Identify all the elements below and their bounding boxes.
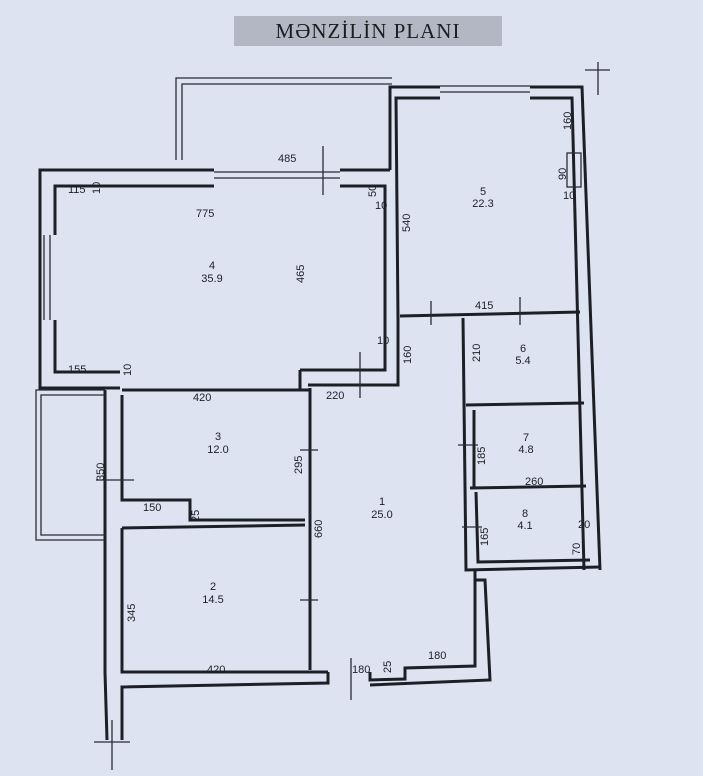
dim-label: 90 (557, 168, 569, 180)
dimension-labels: 485 115 10 775 465 50 10 10 155 10 420 2… (68, 112, 590, 676)
dim-label: 20 (578, 519, 590, 531)
room-2-area: 14.5 (202, 594, 223, 606)
dim-label: 10 (377, 335, 389, 347)
room-4-number: 4 (209, 260, 215, 272)
dim-label: 165 (479, 528, 491, 546)
dim-label: 180 (428, 650, 446, 662)
dim-label: 485 (278, 153, 296, 165)
plan-title-box: MƏNZİLİN PLANI (234, 16, 502, 46)
dim-label: 775 (196, 208, 214, 220)
room-7-number: 7 (523, 432, 529, 444)
dim-label: 660 (313, 520, 325, 538)
room-7-area: 4.8 (518, 444, 533, 456)
dim-label: 160 (402, 346, 414, 364)
dim-label: 10 (91, 182, 103, 194)
room-4-walls (38, 168, 390, 390)
dim-label: 540 (401, 214, 413, 232)
dim-label: 465 (295, 265, 307, 283)
dim-label: 50 (367, 185, 379, 197)
dim-label: 220 (326, 390, 344, 402)
dim-label: 420 (207, 664, 225, 676)
room-labels: 1 25.0 2 14.5 3 12.0 4 35.9 5 22.3 6 5.4… (201, 186, 533, 606)
dim-label: 420 (193, 392, 211, 404)
dim-label: 115 (68, 184, 86, 196)
top-balcony (175, 77, 392, 195)
room-3-number: 3 (215, 431, 221, 443)
dim-label: 25 (382, 661, 394, 673)
dim-label: 295 (293, 456, 305, 474)
room-3-area: 12.0 (207, 444, 228, 456)
room-5-number: 5 (480, 186, 486, 198)
dim-label: 10 (375, 200, 387, 212)
dim-label: 345 (126, 604, 138, 622)
room-5-area: 22.3 (472, 198, 493, 210)
dim-label: 25 (190, 510, 202, 522)
dim-label: 180 (352, 664, 370, 676)
room-5-walls (388, 62, 610, 571)
dim-label: 155 (68, 364, 86, 376)
room-8-area: 4.1 (517, 520, 532, 532)
dim-label: 150 (143, 502, 161, 514)
room-1-area: 25.0 (371, 509, 392, 521)
dim-label: 210 (471, 344, 483, 362)
lower-walls (35, 316, 492, 770)
dim-label: 10 (122, 364, 134, 376)
dim-label: 260 (525, 476, 543, 488)
utility-rooms-walls (458, 317, 601, 572)
dim-label: 350 (95, 463, 107, 481)
dim-label: 185 (476, 447, 488, 465)
plan-title: MƏNZİLİN PLANI (275, 18, 461, 43)
room-6-number: 6 (520, 343, 526, 355)
dim-label: 160 (562, 112, 574, 130)
dim-label: 415 (475, 300, 493, 312)
dim-label: 10 (563, 190, 575, 202)
dim-label: 70 (571, 543, 583, 555)
room-2-number: 2 (210, 581, 216, 593)
room-4-area: 35.9 (201, 273, 222, 285)
room-1-number: 1 (379, 496, 385, 508)
room-6-area: 5.4 (515, 355, 530, 367)
room-8-number: 8 (522, 508, 528, 520)
